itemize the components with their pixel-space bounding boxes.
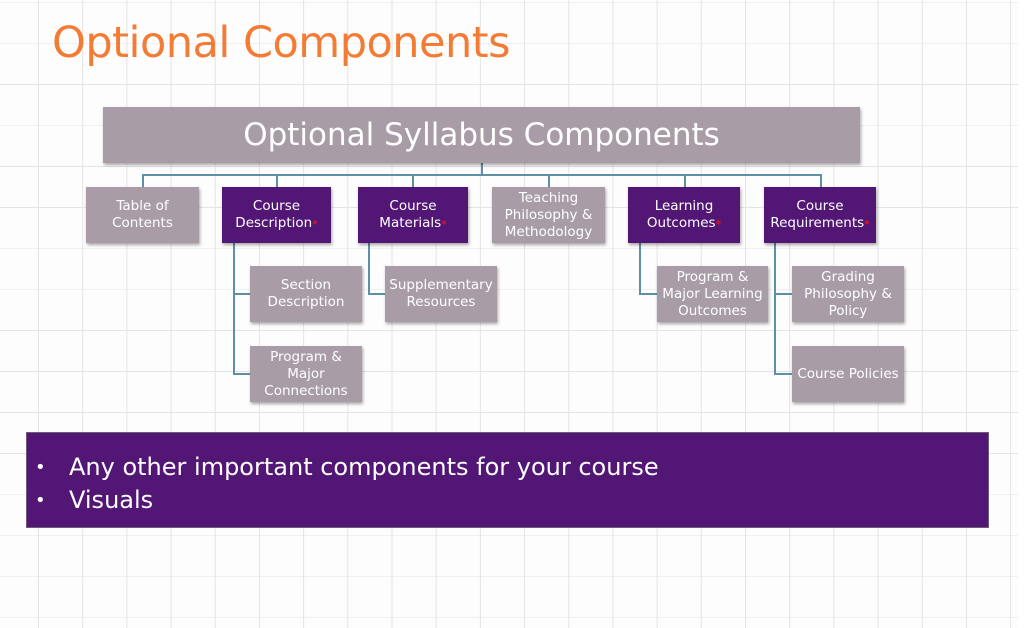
node-grading-philosophy-policy: Grading Philosophy & Policy bbox=[792, 266, 904, 322]
node-label: Course Policies bbox=[797, 365, 899, 382]
node-label: Table of Contents bbox=[112, 198, 173, 231]
list-item: • Any other important components for your… bbox=[27, 451, 988, 484]
connector-cr-grading bbox=[774, 293, 792, 295]
bullet-icon: • bbox=[35, 490, 46, 511]
list-item-text: Visuals bbox=[69, 486, 154, 514]
slide-title: Optional Components bbox=[52, 18, 511, 68]
node-course-requirements: Course Requirements* bbox=[764, 187, 876, 243]
list-item: • Visuals bbox=[27, 484, 988, 517]
node-program-major-learning-outcomes: Program & Major Learning Outcomes bbox=[657, 266, 768, 322]
node-label: Course Description bbox=[235, 198, 313, 231]
node-course-policies: Course Policies bbox=[792, 346, 904, 402]
node-label: Section Description bbox=[267, 277, 345, 310]
root-node-label: Optional Syllabus Components bbox=[243, 117, 720, 153]
node-course-materials: Course Materials* bbox=[358, 187, 468, 243]
connector-cd-section bbox=[233, 293, 250, 295]
node-course-description: Course Description* bbox=[222, 187, 331, 243]
connector-learning-outcomes bbox=[684, 174, 686, 187]
node-label: Program & Major Connections bbox=[264, 348, 348, 399]
connector-cm-supplementary bbox=[368, 293, 385, 295]
connector-toc bbox=[142, 174, 144, 187]
required-marker: * bbox=[715, 218, 722, 231]
connector-course-requirements bbox=[820, 174, 822, 187]
list-item-text: Any other important components for your … bbox=[69, 453, 659, 481]
root-node: Optional Syllabus Components bbox=[103, 107, 860, 163]
required-marker: * bbox=[864, 218, 870, 231]
required-marker: * bbox=[312, 218, 318, 231]
connector-bus bbox=[142, 174, 821, 176]
node-label: Grading Philosophy & Policy bbox=[804, 268, 892, 319]
node-table-of-contents: Table of Contents bbox=[86, 187, 199, 243]
connector-teaching bbox=[548, 174, 550, 187]
node-program-major-connections: Program & Major Connections bbox=[250, 346, 362, 402]
connector-cr-vertical bbox=[774, 243, 776, 375]
connector-lo-vertical bbox=[639, 243, 641, 295]
connector-lo-program bbox=[639, 293, 657, 295]
node-label: Learning Outcomes bbox=[646, 198, 716, 231]
node-label: Course Materials bbox=[379, 198, 442, 231]
node-teaching-philosophy: Teaching Philosophy & Methodology bbox=[492, 187, 605, 243]
connector-root-stem bbox=[481, 163, 483, 176]
required-marker: * bbox=[441, 218, 447, 231]
connector-cd-program bbox=[233, 373, 250, 375]
node-supplementary-resources: Supplementary Resources bbox=[385, 266, 497, 322]
node-label: Course Requirements bbox=[770, 198, 865, 231]
node-section-description: Section Description bbox=[250, 266, 362, 322]
connector-cm-vertical bbox=[368, 243, 370, 295]
connector-course-materials bbox=[412, 174, 414, 187]
notes-list: • Any other important components for your… bbox=[27, 433, 988, 517]
node-label: Program & Major Learning Outcomes bbox=[662, 268, 763, 319]
node-label: Supplementary Resources bbox=[389, 277, 493, 310]
connector-cd-vertical bbox=[233, 243, 235, 375]
node-label: Teaching Philosophy & Methodology bbox=[504, 189, 593, 240]
bullet-icon: • bbox=[35, 457, 46, 478]
connector-cr-policies bbox=[774, 373, 792, 375]
node-learning-outcomes: Learning Outcomes* bbox=[628, 187, 740, 243]
connector-course-description bbox=[276, 174, 278, 187]
notes-banner: • Any other important components for your… bbox=[26, 432, 989, 528]
